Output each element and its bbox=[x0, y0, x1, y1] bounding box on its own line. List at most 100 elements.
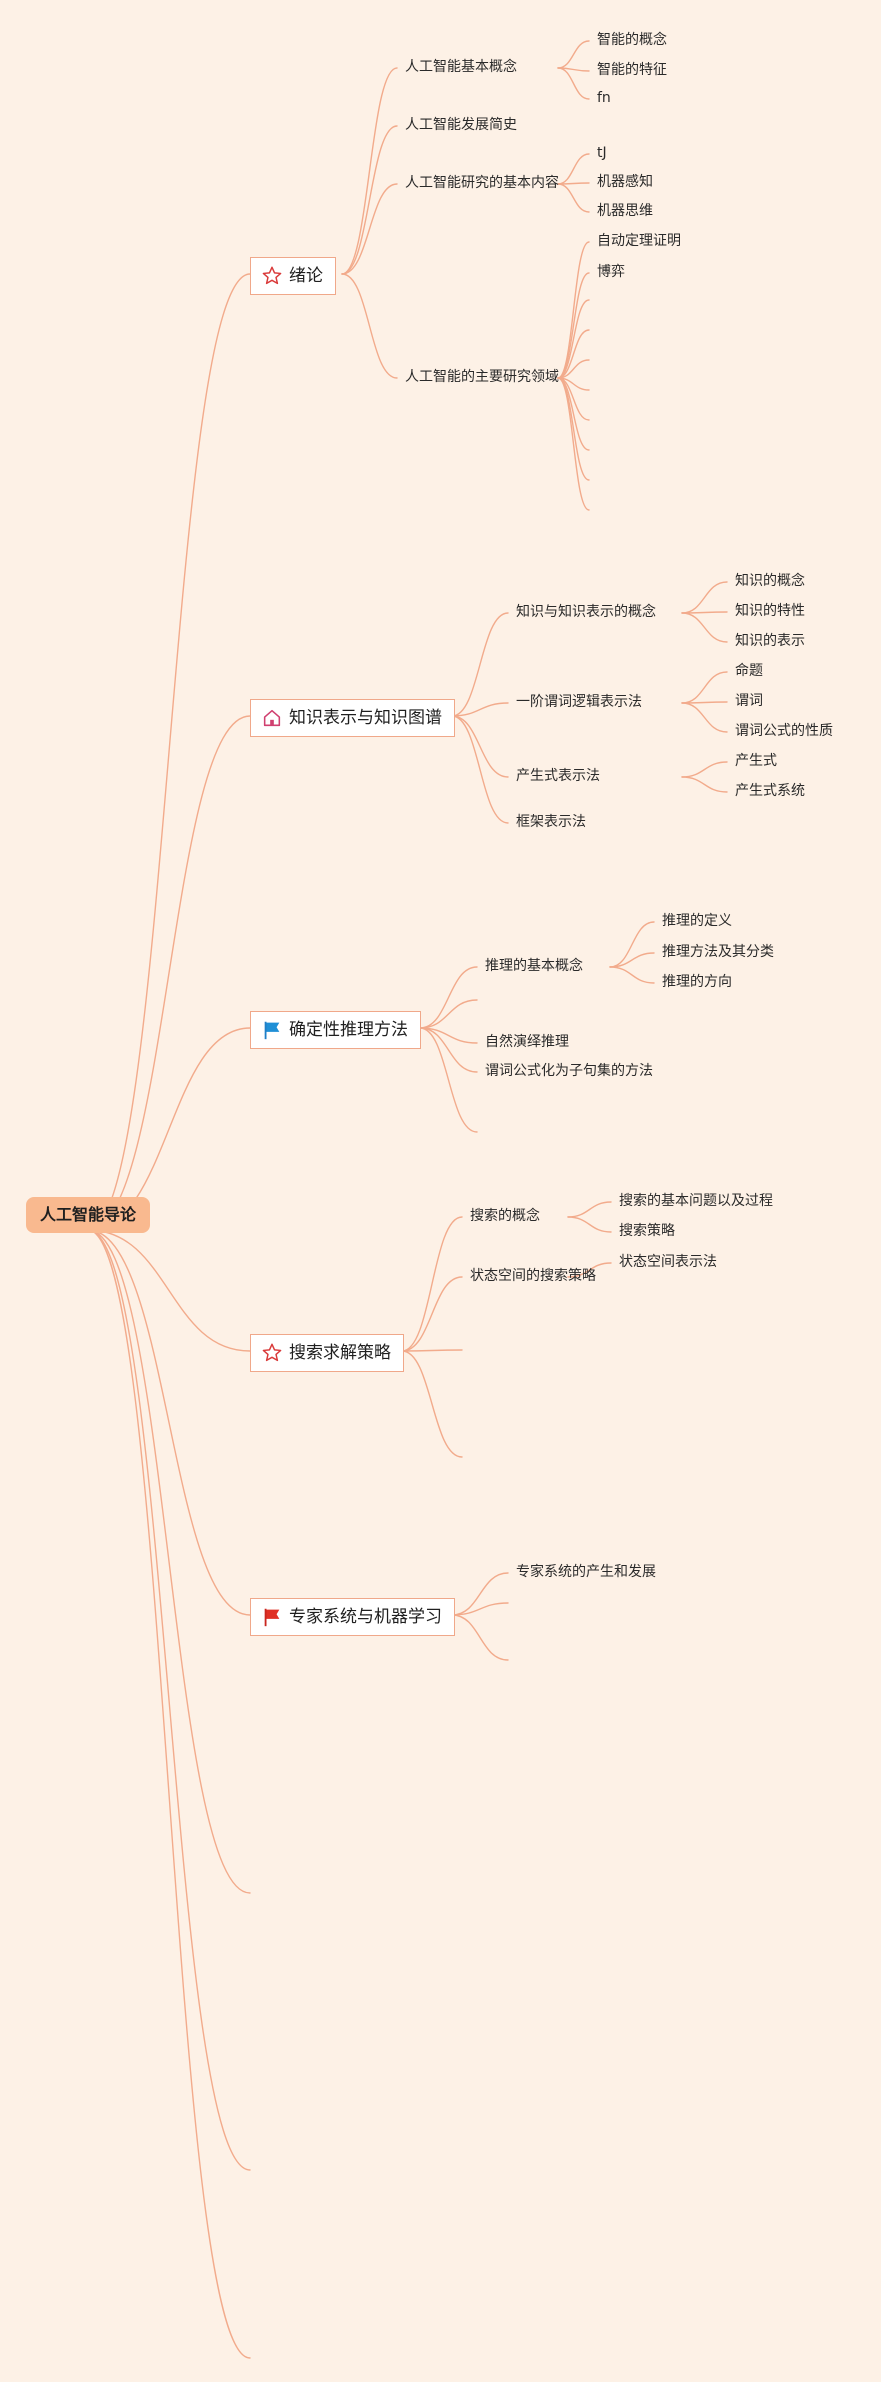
topic-node[interactable]: 推理的基本概念 bbox=[485, 958, 583, 974]
chapter-node[interactable]: 知识表示与知识图谱 bbox=[250, 699, 455, 737]
leaf-node[interactable]: 状态空间表示法 bbox=[619, 1254, 717, 1270]
connector-line bbox=[341, 67, 398, 275]
connector-line bbox=[557, 67, 590, 100]
connector-line bbox=[419, 1027, 478, 1073]
leaf-node[interactable]: 谓词 bbox=[735, 693, 763, 709]
chapter-label: 专家系统与机器学习 bbox=[289, 1606, 442, 1627]
blue-flag-icon bbox=[261, 1019, 283, 1041]
topic-node[interactable]: 人工智能的主要研究领域 bbox=[405, 369, 559, 385]
leaf-node[interactable]: 产生式系统 bbox=[735, 783, 805, 799]
connector-line bbox=[557, 40, 590, 69]
chapter-label: 确定性推理方法 bbox=[289, 1019, 408, 1040]
connector-line bbox=[87, 273, 251, 1231]
chapter-node[interactable]: 确定性推理方法 bbox=[250, 1011, 421, 1049]
topic-node[interactable]: 知识与知识表示的概念 bbox=[516, 604, 656, 620]
chapter-label: 绪论 bbox=[289, 265, 323, 286]
leaf-node[interactable]: 博弈 bbox=[597, 264, 625, 280]
connector-line bbox=[609, 966, 655, 984]
chapter-node[interactable]: 专家系统与机器学习 bbox=[250, 1598, 455, 1636]
connector-line bbox=[451, 1614, 509, 1661]
leaf-node[interactable]: 机器感知 bbox=[597, 174, 653, 190]
connector-line bbox=[419, 1027, 478, 1133]
topic-node[interactable]: 一阶谓词逻辑表示法 bbox=[516, 694, 642, 710]
connector-line bbox=[451, 612, 509, 717]
leaf-node[interactable]: 推理的方向 bbox=[662, 974, 732, 990]
topic-node[interactable]: 人工智能发展简史 bbox=[405, 117, 517, 133]
leaf-node[interactable]: fn bbox=[597, 90, 611, 106]
connector-line bbox=[87, 1229, 251, 1894]
connector-line bbox=[451, 1572, 509, 1616]
topic-node[interactable]: 产生式表示法 bbox=[516, 768, 600, 784]
leaf-node[interactable]: 产生式 bbox=[735, 753, 777, 769]
connector-line bbox=[401, 1276, 463, 1352]
leaf-node[interactable]: 智能的概念 bbox=[597, 32, 667, 48]
leaf-node[interactable]: 知识的特性 bbox=[735, 603, 805, 619]
leaf-node[interactable]: 搜索策略 bbox=[619, 1223, 675, 1239]
topic-node[interactable]: 状态空间的搜索策略 bbox=[470, 1268, 596, 1284]
topic-node[interactable]: 自然演绎推理 bbox=[485, 1034, 569, 1050]
topic-node[interactable]: 搜索的概念 bbox=[470, 1208, 540, 1224]
connector-line bbox=[87, 1229, 251, 1616]
connector-line bbox=[401, 1350, 463, 1458]
connector-line bbox=[557, 153, 590, 185]
connector-line bbox=[451, 1602, 509, 1616]
leaf-node[interactable]: tJ bbox=[597, 145, 607, 161]
leaf-node[interactable]: 知识的概念 bbox=[735, 573, 805, 589]
house-icon bbox=[261, 707, 283, 729]
connector-line bbox=[681, 612, 728, 643]
connector-line bbox=[557, 359, 590, 379]
leaf-node[interactable]: 推理方法及其分类 bbox=[662, 944, 774, 960]
connector-line bbox=[557, 272, 590, 379]
leaf-node[interactable]: 推理的定义 bbox=[662, 913, 732, 929]
chapter-node[interactable]: 搜索求解策略 bbox=[250, 1334, 404, 1372]
leaf-node[interactable]: 机器思维 bbox=[597, 203, 653, 219]
topic-node[interactable]: 人工智能研究的基本内容 bbox=[405, 175, 559, 191]
chapter-label: 知识表示与知识图谱 bbox=[289, 707, 442, 728]
connector-line bbox=[681, 581, 728, 614]
leaf-node[interactable]: 自动定理证明 bbox=[597, 233, 681, 249]
connector-line bbox=[681, 761, 728, 778]
connector-line bbox=[567, 1201, 612, 1218]
leaf-node[interactable]: 命题 bbox=[735, 663, 763, 679]
chapter-label: 搜索求解策略 bbox=[289, 1342, 391, 1363]
topic-node[interactable]: 谓词公式化为子句集的方法 bbox=[485, 1063, 653, 1079]
connector-line bbox=[567, 1262, 612, 1278]
connector-line bbox=[87, 715, 251, 1231]
leaf-node[interactable]: 知识的表示 bbox=[735, 633, 805, 649]
connector-line bbox=[401, 1349, 463, 1352]
connector-line bbox=[557, 299, 590, 379]
connector-line bbox=[557, 241, 590, 379]
connector-line bbox=[681, 671, 728, 704]
connector-line bbox=[87, 1229, 251, 2359]
topic-node[interactable]: 框架表示法 bbox=[516, 814, 586, 830]
connector-line bbox=[419, 999, 478, 1029]
connector-line bbox=[451, 715, 509, 824]
leaf-node[interactable]: 搜索的基本问题以及过程 bbox=[619, 1193, 773, 1209]
connector-line bbox=[557, 377, 590, 511]
connector-line bbox=[341, 273, 398, 379]
connector-line bbox=[451, 702, 509, 717]
star-icon bbox=[261, 1342, 283, 1364]
leaf-node[interactable]: 智能的特征 bbox=[597, 62, 667, 78]
connector-line bbox=[557, 183, 590, 213]
topic-node[interactable]: 专家系统的产生和发展 bbox=[516, 1564, 656, 1580]
connector-line bbox=[567, 1216, 612, 1233]
connector-line bbox=[87, 1229, 251, 2171]
topic-node[interactable]: 人工智能基本概念 bbox=[405, 59, 517, 75]
red-flag-icon bbox=[261, 1606, 283, 1628]
connector-line bbox=[401, 1216, 463, 1352]
connector-line bbox=[557, 377, 590, 481]
connector-line bbox=[341, 183, 398, 275]
connector-line bbox=[557, 329, 590, 379]
connector-line bbox=[87, 1229, 251, 1352]
root-node[interactable]: 人工智能导论 bbox=[26, 1197, 151, 1233]
connector-line bbox=[609, 921, 655, 968]
leaf-node[interactable]: 谓词公式的性质 bbox=[735, 723, 833, 739]
star-icon bbox=[261, 265, 283, 287]
connector-line bbox=[419, 966, 478, 1029]
connector-line bbox=[681, 702, 728, 733]
chapter-node[interactable]: 绪论 bbox=[250, 257, 336, 295]
connector-line bbox=[681, 776, 728, 793]
